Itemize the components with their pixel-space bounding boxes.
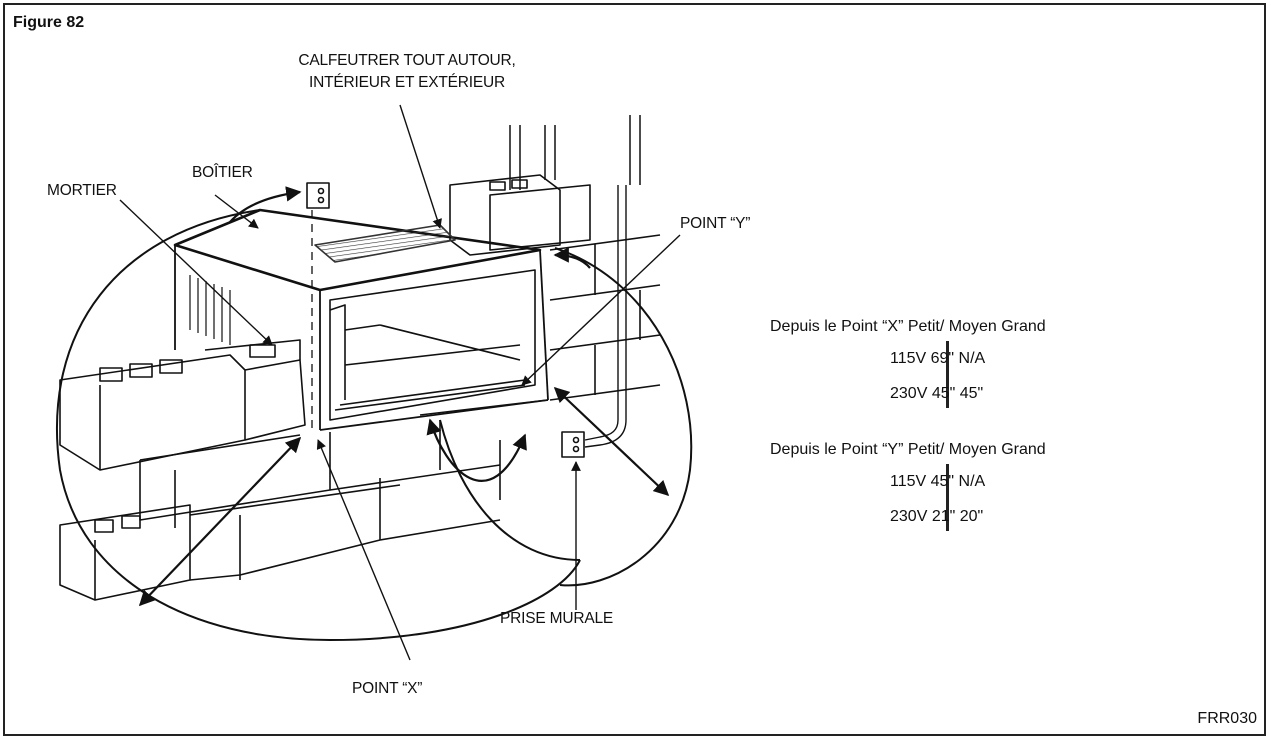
prise-murale-label: PRISE MURALE (500, 610, 614, 627)
table-point-x-header: Depuis le Point “X” Petit/ Moyen Grand (770, 318, 1046, 335)
figure-title: Figure 82 (13, 14, 85, 31)
left-blocks (59, 339, 549, 601)
top-grill (314, 224, 456, 263)
wall-outline-arc-right (554, 247, 693, 587)
wall-outline-ellipse (55, 209, 581, 641)
figure-frame (3, 3, 1266, 736)
caulk-label-line1: CALFEUTRER TOUT AUTOUR, (298, 52, 516, 69)
table-point-x-row-115v: 115V 69" N/A (890, 350, 986, 367)
table-point-y-row-230v: 230V 21" 20" (890, 508, 984, 525)
wall-outlet-bottom (561, 431, 585, 458)
table-point-y-grid (946, 464, 949, 531)
right-brick-wall (549, 234, 661, 401)
caulk-label: CALFEUTRER TOUT AUTOUR, INTÉRIEUR ET EXT… (262, 52, 552, 92)
point-y-label: POINT “Y” (680, 215, 751, 232)
distance-arrows (138, 186, 670, 607)
wall-outline-arc-inner (439, 419, 581, 561)
table-point-y-row-115v: 115V 45" N/A (890, 473, 986, 490)
table-point-x-grid (946, 341, 949, 408)
leader-lines (119, 104, 681, 661)
caulk-label-line2: INTÉRIEUR ET EXTÉRIEUR (309, 74, 505, 91)
table-point-y-header: Depuis le Point “Y” Petit/ Moyen Grand (770, 441, 1046, 458)
table-point-x-row-230v: 230V 45" 45" (890, 385, 984, 402)
point-x-label: POINT “X” (352, 680, 423, 697)
figure-code: FRR030 (1197, 710, 1257, 727)
boitier-label: BOÎTIER (192, 164, 253, 181)
side-vents (189, 275, 231, 345)
background-pipes (509, 115, 641, 190)
mortier-label: MORTIER (47, 182, 117, 199)
wall-outlet-top (306, 182, 330, 209)
housing-opening (329, 269, 536, 421)
